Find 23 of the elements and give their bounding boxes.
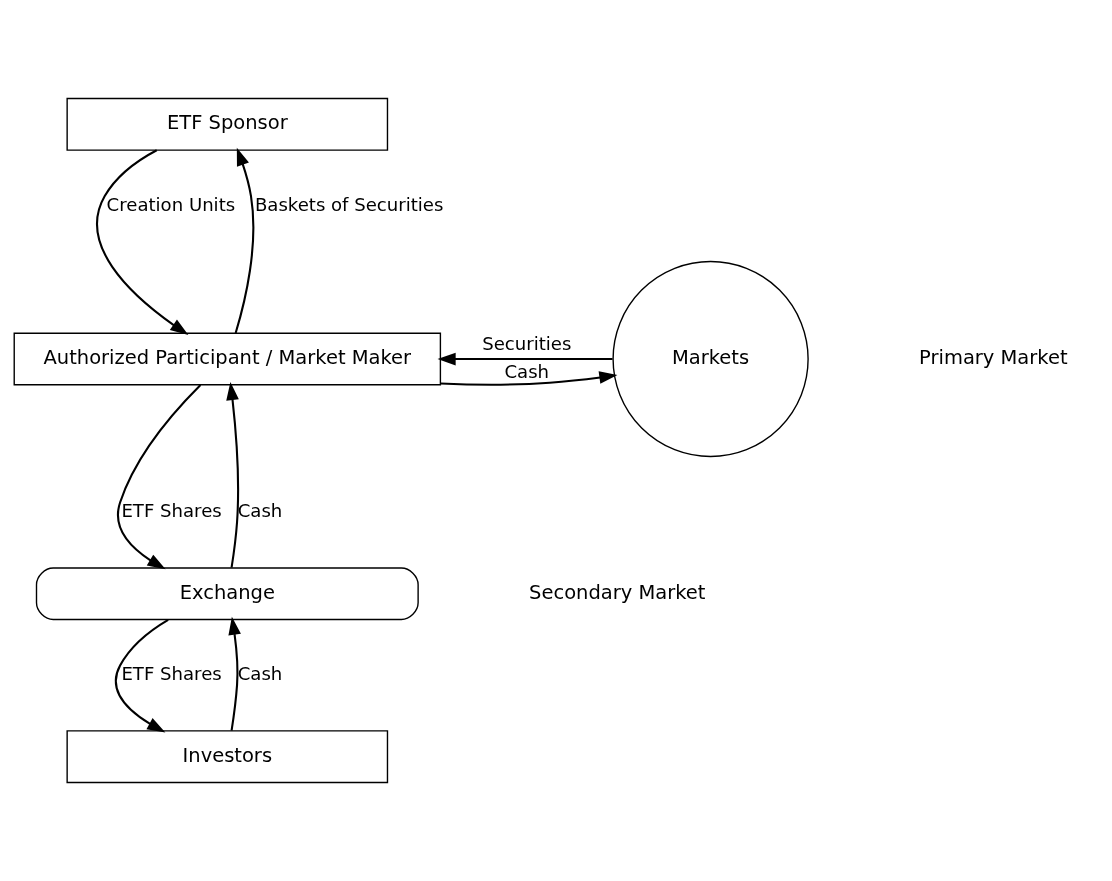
- node-circle: Markets: [612, 260, 809, 458]
- arrow: [437, 352, 613, 366]
- node-box: Authorized Participant / Market Maker: [13, 332, 442, 386]
- node-box: ETF Sponsor: [66, 97, 389, 151]
- arrow: [440, 371, 618, 386]
- label: Primary Market: [919, 346, 1068, 370]
- arrow: [234, 147, 255, 334]
- edge-label: Cash: [237, 662, 283, 684]
- arrow: [114, 618, 169, 733]
- edge-label: Baskets of Securities: [254, 193, 444, 215]
- label: Secondary Market: [529, 580, 706, 604]
- arrow: [96, 149, 189, 336]
- arrow: [228, 616, 241, 731]
- arrow: [226, 381, 240, 568]
- edge-label: ETF Shares: [121, 499, 222, 521]
- arrow: [116, 384, 202, 570]
- edge-label: ETF Shares: [121, 662, 222, 684]
- node-box: Exchange: [35, 567, 419, 621]
- edge-label: Cash: [504, 360, 550, 382]
- edge-label: Cash: [237, 499, 283, 521]
- node-box: Investors: [66, 730, 389, 784]
- edge-label: Creation Units: [106, 193, 236, 215]
- edge-label: Securities: [482, 332, 572, 354]
